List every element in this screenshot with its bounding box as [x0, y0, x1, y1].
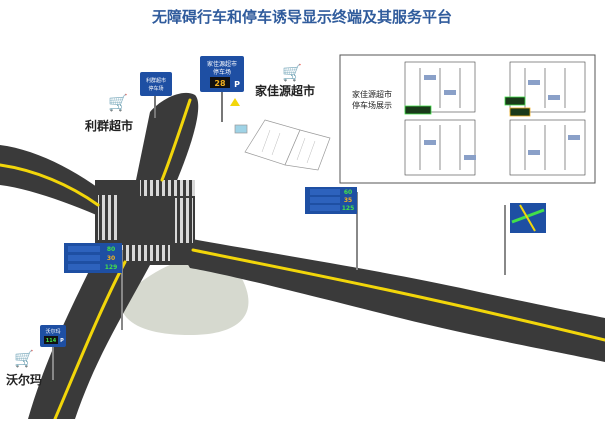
- lane-line-right: [191, 248, 605, 342]
- sign-jiajiayuan-count: 28: [214, 79, 226, 88]
- sign-right-count-2: 35: [344, 197, 352, 204]
- sign-right-count-3: 125: [342, 205, 355, 212]
- display-panel-label-2: 停车场展示: [352, 100, 392, 110]
- parking-area: [120, 256, 249, 335]
- sign-left-multi: 80 30 129: [64, 243, 123, 330]
- crosswalk-north: [140, 180, 195, 196]
- shopping-cart-icon: 🛒: [282, 63, 302, 82]
- sign-walmart: 沃尔玛 114 P: [40, 325, 66, 380]
- crosswalk-east: [175, 198, 193, 243]
- sign-walmart-unit: P: [60, 338, 64, 344]
- sign-left-count-3: 129: [105, 264, 118, 271]
- warning-icon: [230, 98, 240, 106]
- display-panel-cars: [424, 75, 580, 160]
- sign-map-display: [504, 203, 546, 275]
- parking-lot-sketch: [234, 119, 331, 171]
- sign-lijun-line1: 利群超市: [146, 77, 166, 84]
- crosswalk-south: [115, 245, 170, 261]
- parking-display-panel: [339, 54, 596, 184]
- lane-line-top: [160, 98, 192, 182]
- store-label-walmart: 沃尔玛: [6, 372, 42, 387]
- parking-lot-sketch-grid: [261, 129, 316, 164]
- sign-left-count-2: 30: [107, 255, 115, 262]
- sign-lijun: 利群超市 停车场: [140, 72, 172, 118]
- store-label-lijun: 利群超市: [85, 118, 133, 133]
- page-title: 无障碍行车和停车诱导显示终端及其服务平台: [151, 8, 452, 26]
- sign-walmart-count: 114: [46, 338, 57, 344]
- sign-right-multi: 60 35 125: [305, 187, 358, 270]
- sign-jiajiayuan-unit: P: [234, 80, 240, 89]
- road-top-arm: [135, 92, 199, 185]
- sign-right-count-1: 60: [344, 189, 352, 196]
- sign-lijun-line2: 停车场: [148, 85, 163, 92]
- sign-left-count-1: 80: [107, 246, 115, 253]
- shopping-cart-icon: 🛒: [108, 93, 128, 112]
- shopping-cart-icon: 🛒: [14, 349, 34, 368]
- crosswalk-west: [98, 195, 118, 240]
- display-screen-2: [504, 96, 526, 106]
- sign-jiajiayuan: 家佳源超市 停车场 28 P: [200, 56, 244, 122]
- display-screen-3: [509, 107, 531, 117]
- lane-line-bottom: [53, 260, 127, 421]
- sign-jiajiayuan-line2: 停车场: [213, 68, 231, 76]
- sign-jiajiayuan-line1: 家佳源超市: [207, 60, 237, 68]
- display-panel-lots: [404, 61, 586, 176]
- lane-line-left: [0, 163, 100, 207]
- store-label-jiajiayuan: 家佳源超市: [255, 83, 315, 98]
- display-panel-label-1: 家佳源超市: [352, 89, 392, 99]
- display-screen-1: [404, 105, 432, 115]
- sign-walmart-line1: 沃尔玛: [45, 328, 60, 335]
